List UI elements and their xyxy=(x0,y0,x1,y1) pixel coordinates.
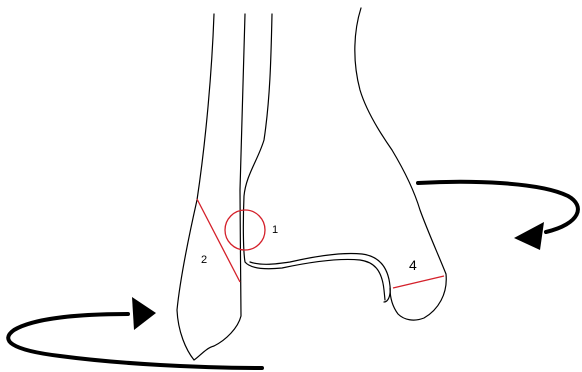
labels: 1 2 4 xyxy=(201,224,417,273)
rotation-arrow-right-curve xyxy=(418,182,578,232)
syndesmosis-circle-marker xyxy=(225,210,265,250)
curved-arrow-right-icon xyxy=(8,297,262,368)
markers xyxy=(197,199,444,288)
rotation-arrow-left-head xyxy=(132,297,156,330)
fibula xyxy=(177,14,245,360)
label-syndesmosis: 1 xyxy=(272,224,278,236)
label-lateral-malleolus: 2 xyxy=(201,254,207,266)
rotation-arrow-right-head xyxy=(514,222,544,250)
tibia xyxy=(243,8,446,320)
curved-arrow-left-icon xyxy=(418,182,578,250)
label-medial-malleolus: 4 xyxy=(409,257,417,273)
medial-malleolus-fracture-line xyxy=(393,276,444,288)
fibula-fracture-line xyxy=(197,199,240,282)
tibia-medial-edge xyxy=(355,8,446,320)
fibula-outer-edge xyxy=(177,14,245,360)
